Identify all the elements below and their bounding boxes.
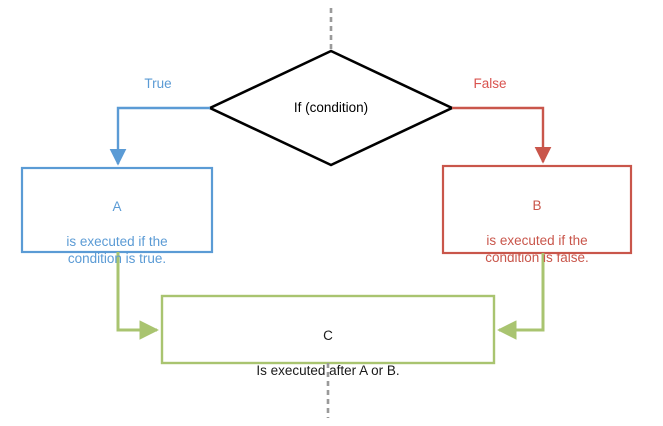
false-branch-label: False [473, 76, 507, 91]
false-connector [452, 106, 552, 164]
true-branch-label: True [144, 76, 172, 91]
merge-connector-left [116, 252, 159, 340]
true-connector [109, 106, 210, 166]
process-box-a[interactable] [20, 166, 214, 254]
process-box-b[interactable] [441, 164, 633, 255]
merge-connector-right [497, 253, 545, 340]
decision-diamond[interactable] [206, 49, 456, 167]
process-box-c[interactable] [160, 294, 496, 365]
